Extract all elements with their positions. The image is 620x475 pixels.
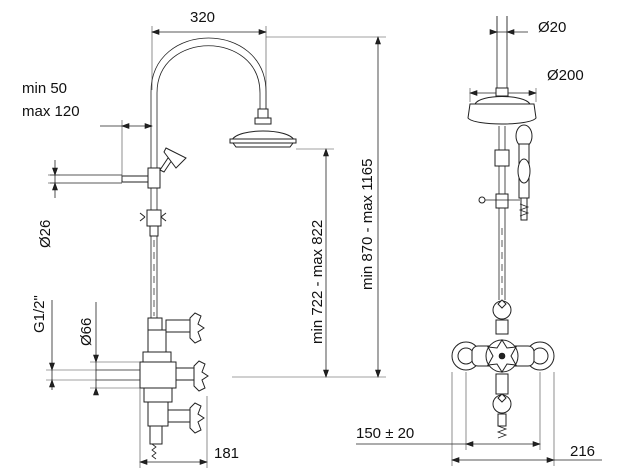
front-view: Ø20 Ø200 bbox=[356, 16, 602, 466]
dimension-inlet-spacing: 150 ± 20 bbox=[356, 372, 541, 450]
label-head-diameter: Ø200 bbox=[547, 67, 584, 84]
dimension-offset: min 50 max 120 bbox=[22, 80, 153, 180]
dimension-riser-diameter: Ø20 bbox=[489, 16, 566, 40]
dimension-height-outlet: min 722 - max 822 bbox=[296, 148, 334, 378]
side-view: 320 min 870 - max 1165 bbox=[22, 9, 386, 468]
dimension-inlet: G1/2" Ø66 bbox=[31, 295, 140, 396]
label-inlet-spacing: 150 ± 20 bbox=[356, 425, 414, 442]
label-offset-min: min 50 bbox=[22, 80, 67, 97]
mixer-body-side bbox=[96, 312, 209, 460]
handshower-holder bbox=[50, 147, 187, 237]
label-mixer-diameter: Ø66 bbox=[78, 318, 95, 346]
riser-slider-front bbox=[478, 149, 520, 209]
dimension-height-total: min 870 - max 1165 bbox=[232, 36, 386, 378]
label-height-total: min 870 - max 1165 bbox=[359, 159, 376, 290]
label-width-top: 320 bbox=[190, 9, 215, 26]
label-inlet-thread: G1/2" bbox=[31, 295, 48, 333]
dimension-pipe-diameter: Ø26 bbox=[37, 160, 60, 248]
gooseneck-arm bbox=[150, 37, 267, 160]
label-width-bottom: 216 bbox=[570, 443, 595, 460]
label-riser-diameter: Ø20 bbox=[538, 19, 566, 36]
label-offset-max: max 120 bbox=[22, 103, 80, 120]
label-pipe-diameter: Ø26 bbox=[37, 220, 54, 248]
dimension-width-bottom: 216 bbox=[451, 372, 602, 466]
shower-head-side bbox=[229, 108, 297, 148]
dimension-head-diameter: Ø200 bbox=[469, 67, 584, 102]
label-height-outlet: min 722 - max 822 bbox=[309, 220, 326, 344]
mixer-body-front bbox=[451, 299, 555, 439]
handshower-front bbox=[515, 124, 533, 221]
dimension-depth-bottom: 181 bbox=[139, 388, 239, 468]
label-depth-bottom: 181 bbox=[214, 445, 239, 462]
dimension-width-top: 320 bbox=[151, 9, 267, 112]
